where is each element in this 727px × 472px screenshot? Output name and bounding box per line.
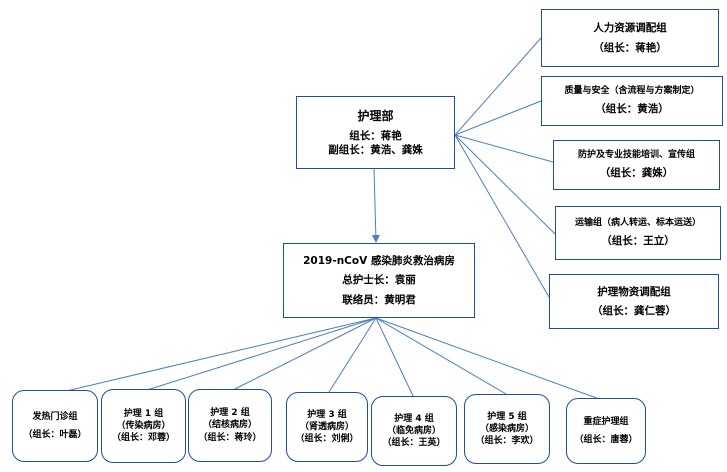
bottom-group-sub: （肾透病房） bbox=[299, 421, 354, 432]
bottom-group-name: 护理 3 组 bbox=[307, 409, 347, 420]
nursing-dept-box: 护理部 组长：蒋艳 副组长：黄浩、龚姝 bbox=[296, 96, 455, 169]
right-group-leader: （组长：蒋艳） bbox=[593, 41, 667, 54]
connector-line bbox=[375, 317, 415, 399]
bottom-group-leader: （组长：蒋玲） bbox=[198, 432, 262, 443]
connector-line bbox=[375, 317, 507, 395]
connector-line bbox=[454, 134, 550, 298]
right-group-name: 质量与安全（含流程与方案制定） bbox=[564, 86, 700, 97]
bottom-group-name: 护理 4 组 bbox=[394, 413, 434, 424]
bottom-group-box: 护理 4 组 （临免病房） （组长：王英） bbox=[371, 396, 457, 466]
nursing-dept-deputy: 副组长：黄浩、龚姝 bbox=[328, 144, 423, 157]
right-group-name: 人力资源调配组 bbox=[593, 22, 667, 35]
right-group-leader: （组长：龚姝） bbox=[599, 167, 674, 180]
ward-box: 2019-nCoV 感染肺炎救治病房 总护士长：袁丽 联络员：黄明君 bbox=[283, 243, 475, 318]
right-group-leader: （组长：龚仁蓉） bbox=[592, 305, 676, 317]
bottom-group-sub: （传染病房） bbox=[116, 420, 171, 431]
connector-line bbox=[454, 134, 556, 235]
right-group-name: 防护及专业技能培训、宣传组 bbox=[577, 150, 695, 161]
nursing-dept-title: 护理部 bbox=[357, 108, 394, 123]
bottom-group-box: 护理 5 组 （感染病房） （组长：李欢） bbox=[464, 394, 550, 464]
connector-line bbox=[328, 317, 377, 393]
bottom-group-box: 护理 3 组 （肾透病房） （组长：刘俐） bbox=[286, 392, 368, 462]
right-group-leader: （组长：黄浩） bbox=[595, 103, 669, 116]
connector-line bbox=[232, 317, 377, 391]
right-group-box: 质量与安全（含流程与方案制定） （组长：黄浩） bbox=[541, 76, 723, 126]
bottom-group-leader: （组长：王英） bbox=[382, 438, 446, 449]
right-group-box: 防护及专业技能培训、宣传组 （组长：龚姝） bbox=[553, 140, 720, 190]
right-group-name: 运输组（病人转运、标本运送） bbox=[574, 218, 701, 229]
connector-line bbox=[146, 317, 377, 391]
connector-line bbox=[375, 317, 603, 401]
bottom-group-leader: （组长：邓蓉） bbox=[111, 433, 175, 444]
right-group-box: 运输组（病人转运、标本运送） （组长：王立） bbox=[555, 206, 721, 260]
bottom-group-name: 护理 1 组 bbox=[123, 408, 164, 419]
connector-arrow bbox=[371, 168, 380, 243]
connector-line bbox=[454, 100, 542, 136]
bottom-group-sub: （结核病房） bbox=[202, 420, 257, 431]
ward-liaison: 联络员：黄明君 bbox=[342, 293, 416, 306]
nursing-dept-leader: 组长：蒋艳 bbox=[349, 129, 402, 142]
connector-line bbox=[61, 317, 377, 393]
bottom-group-name: 护理 2 组 bbox=[210, 408, 250, 419]
ward-title: 2019-nCoV 感染肺炎救治病房 bbox=[303, 255, 455, 268]
right-group-box: 护理物资调配组 （组长：龚仁蓉） bbox=[549, 274, 719, 329]
right-group-box: 人力资源调配组 （组长：蒋艳） bbox=[541, 9, 719, 67]
connector-line bbox=[454, 37, 542, 136]
bottom-group-leader: （组长：唐蓉） bbox=[574, 434, 638, 445]
bottom-group-leader: （组长：刘俐） bbox=[295, 434, 359, 445]
bottom-group-box: 护理 2 组 （结核病房） （组长：蒋玲） bbox=[188, 389, 272, 462]
bottom-group-sub: （感染病房） bbox=[479, 423, 534, 434]
right-group-leader: （组长：王立） bbox=[601, 235, 675, 248]
bottom-group-name: 重症护理组 bbox=[583, 417, 629, 428]
bottom-group-box: 护理 1 组 （传染病房） （组长：邓蓉） bbox=[101, 389, 186, 463]
connector-line bbox=[454, 134, 554, 163]
bottom-group-box: 重症护理组 （组长：唐蓉） bbox=[566, 398, 646, 464]
bottom-group-name: 护理 5 组 bbox=[487, 411, 527, 422]
bottom-group-name: 发热门诊组 bbox=[32, 412, 78, 423]
bottom-group-leader: （组长：李欢） bbox=[475, 436, 539, 447]
bottom-group-leader: （组长：叶磊） bbox=[23, 429, 87, 440]
right-group-name: 护理物资调配组 bbox=[597, 285, 671, 298]
bottom-group-sub: （临免病房） bbox=[386, 425, 441, 436]
bottom-group-box: 发热门诊组 （组长：叶磊） bbox=[12, 390, 98, 462]
ward-head-nurse: 总护士长：袁丽 bbox=[342, 274, 416, 287]
